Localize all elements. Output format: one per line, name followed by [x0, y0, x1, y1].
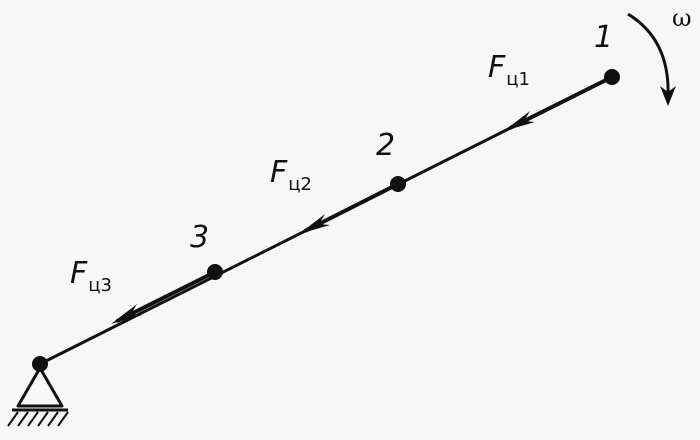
force-arrowhead-3 — [111, 304, 142, 324]
pivot-point — [32, 356, 48, 372]
point-label-1: 1 — [594, 20, 614, 55]
force-symbol-3: F — [70, 256, 88, 291]
force-symbol-2: F — [270, 155, 288, 190]
force-subscript-2: ц2 — [288, 174, 312, 195]
point-label-2: 2 — [376, 128, 396, 163]
point-label-3: 3 — [190, 220, 210, 255]
force-symbol-1: F — [488, 50, 506, 85]
force-arrowhead-1 — [504, 111, 535, 131]
force-arrow-1 — [509, 75, 613, 130]
force-label-2: Fц2 — [270, 155, 312, 195]
rotation-label: ω — [672, 4, 692, 32]
rotation-arrow-icon — [627, 12, 670, 97]
point-3 — [207, 264, 223, 280]
force-subscript-1: ц1 — [506, 69, 530, 90]
force-arrow-3 — [116, 270, 216, 323]
force-arrow-2 — [304, 182, 399, 233]
pin-support-icon — [7, 366, 69, 427]
force-label-3: Fц3 — [70, 256, 112, 296]
rotation-arrowhead-icon — [660, 86, 676, 106]
force-subscript-3: ц3 — [88, 275, 112, 296]
point-1 — [604, 69, 620, 85]
point-2 — [390, 176, 406, 192]
force-arrowhead-2 — [299, 214, 330, 234]
force-label-1: Fц1 — [488, 50, 530, 90]
